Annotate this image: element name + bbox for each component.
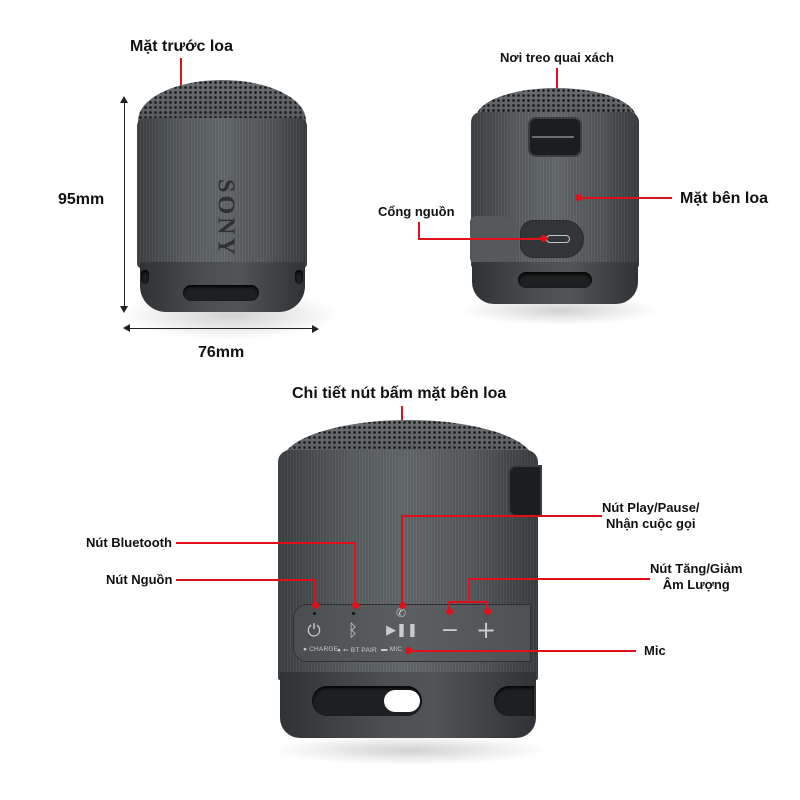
strap-bar: [532, 136, 574, 138]
base-slot-opening: [384, 690, 420, 712]
volume-up-button[interactable]: +: [475, 616, 497, 644]
front-face-label: Mặt trước loa: [130, 38, 233, 55]
base-slot: [518, 272, 592, 288]
base-slot-right: [295, 270, 303, 284]
play-pause-button-label: Nút Play/Pause/ Nhận cuộc gọi: [602, 500, 700, 533]
volume-label-line2: Âm Lượng: [662, 577, 730, 593]
power-leader-horizontal: [176, 579, 316, 581]
mic-text: MIC: [389, 646, 403, 653]
arrow-down-icon: [120, 306, 128, 313]
power-leader-vertical: [314, 579, 316, 605]
bluetooth-leader-dot: [352, 602, 359, 609]
mic-leader-line: [408, 650, 636, 652]
power-button-label: Nút Nguồn: [106, 572, 173, 587]
play-pause-leader-horizontal: [401, 515, 602, 517]
volume-plus-leader-dot: [484, 608, 491, 615]
speaker-body: [137, 118, 307, 268]
base-slot: [183, 285, 259, 301]
volume-minus-leader-dot: [446, 608, 453, 615]
volume-buttons-label: Nút Tăng/Giảm Âm Lượng: [650, 561, 742, 594]
play-pause-leader-vertical: [401, 515, 403, 605]
base-slot-left: [141, 270, 149, 284]
power-port-leader-dot: [540, 235, 547, 242]
bluetooth-button[interactable]: ᛒ: [347, 621, 359, 641]
volume-leader-fork: [448, 601, 488, 603]
strap-hole: [508, 465, 542, 517]
power-port-label: Cổng nguồn: [378, 204, 455, 219]
bluetooth-leader-vertical: [354, 542, 356, 605]
volume-leader-minus-drop: [448, 601, 450, 611]
power-leader-dot: [312, 602, 319, 609]
volume-leader-stem: [468, 578, 470, 602]
bluetooth-leader-horizontal: [176, 542, 356, 544]
mic-label: Mic: [644, 643, 666, 658]
width-dimension-line: [128, 328, 314, 329]
button-panel: [293, 604, 531, 662]
height-dimension-label: 95mm: [58, 191, 105, 208]
mic-indicator-label: ▬ MIC: [381, 646, 403, 653]
volume-label-line1: Nút Tăng/Giảm: [650, 561, 743, 576]
play-pause-leader-dot: [399, 602, 406, 609]
bt-pair-text: BT PAIR: [350, 647, 377, 654]
port-cover-flap: [470, 216, 518, 264]
call-icon: ✆: [395, 606, 407, 620]
usb-c-port-icon: [546, 235, 570, 243]
arrow-up-icon: [120, 96, 128, 103]
play-pause-button[interactable]: ▶❚❚: [386, 623, 418, 638]
sony-logo: SONY: [212, 179, 239, 258]
volume-down-button[interactable]: −: [440, 618, 460, 643]
mic-leader-dot: [405, 647, 412, 654]
controls-detail-title: Chi tiết nút bấm mặt bên loa: [292, 385, 507, 402]
bluetooth-button-label: Nút Bluetooth: [86, 535, 172, 550]
arrow-left-icon: [123, 324, 130, 332]
power-port-leader-horizontal: [418, 238, 542, 240]
side-face-label: Mặt bên loa: [680, 190, 769, 207]
height-dimension-line: [124, 100, 125, 308]
side-face-leader-dot: [575, 194, 582, 201]
charge-indicator-label: ● CHARGE: [303, 646, 339, 653]
width-dimension-label: 76mm: [198, 344, 245, 361]
play-pause-label-line2: Nhận cuộc gọi: [605, 516, 696, 532]
volume-leader-horizontal: [468, 578, 650, 580]
strap-hole-label: Nơi treo quai xách: [500, 50, 614, 65]
volume-leader-plus-drop: [486, 601, 488, 611]
base-slot-right: [494, 686, 534, 716]
bt-pair-indicator-label: ● ⇐ BT PAIR: [337, 647, 377, 654]
bt-led: [352, 612, 355, 615]
charge-text: CHARGE: [309, 646, 339, 653]
power-button[interactable]: ⏻: [307, 621, 321, 641]
side-face-leader-line: [578, 197, 672, 199]
power-port-leader-vertical: [418, 222, 420, 240]
charge-led: [313, 612, 316, 615]
arrow-right-icon: [312, 325, 319, 333]
speaker-shadow: [270, 735, 550, 765]
play-pause-label-line1: Nút Play/Pause/: [602, 500, 700, 515]
